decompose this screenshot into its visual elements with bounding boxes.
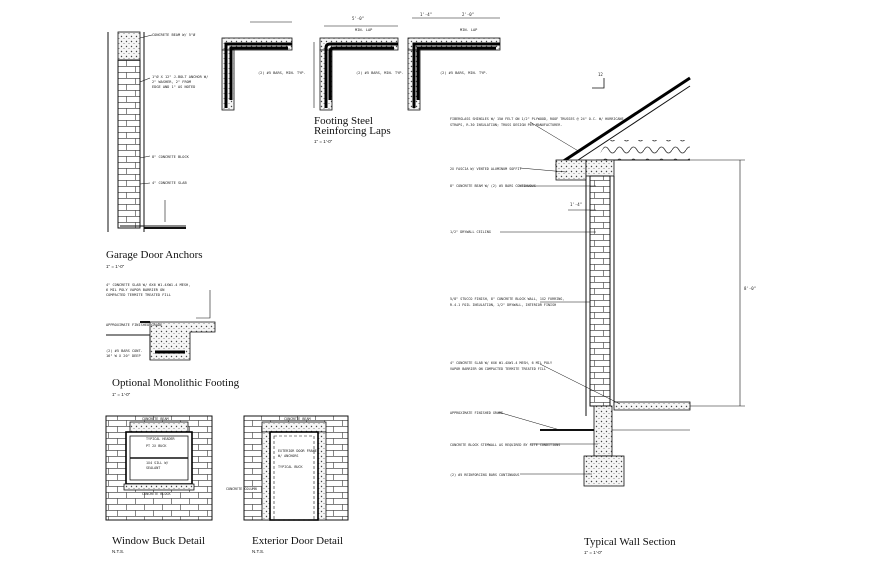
window-buck-scale: N.T.S. (112, 549, 124, 554)
window-note-block: CONCRETE BLOCK (142, 492, 172, 496)
footing-laps-title-line-2: Reinforcing Laps (314, 125, 391, 137)
wall-note-roof-2: STRAPS, R-30 INSULATION; TRUSS DESIGN PE… (450, 123, 562, 127)
wall-note-wall-2: R-4.1 FOIL INSULATION, 1/2" DRYWALL, INT… (450, 303, 556, 307)
lap-1-bar-note: (2) #5 BARS, MIN. TYP. (258, 71, 306, 75)
footing-laps-title-line-1: Footing Steel (314, 115, 373, 127)
mono-note-3: COMPACTED TERMITE TREATED FILL (106, 293, 171, 297)
wall-note-grade: APPROXIMATE FINISHED GRADE (450, 411, 503, 415)
mono-note-bars-2: 16" W X 20" DEEP (106, 354, 141, 358)
lap-3-min-note: MIN. LAP (460, 28, 477, 32)
lap-2-bar-note: (2) #5 BARS, MIN. TYP. (356, 71, 404, 75)
wall-note-stemwall: CONCRETE BLOCK STEMWALL AS REQUIRED BY S… (450, 443, 560, 447)
lap-3-dimension-a: 1'-4" (420, 12, 432, 17)
footing-laps-scale: 1" = 1'-0" (314, 139, 333, 144)
garage-note-anchor-3: EDGE AND 1" AS NOTED (152, 85, 195, 89)
garage-note-beam: CONCRETE BEAM W/ 5"Ø (152, 32, 196, 37)
window-note-buck: PT 2X BUCK (146, 444, 167, 448)
monolithic-footing-scale: 1" = 1'-0" (112, 392, 131, 397)
wall-note-fascia: 2X FASCIA W/ VENTED ALUMINUM SOFFIT (450, 167, 521, 171)
wall-note-slab-1: 4" CONCRETE SLAB W/ 6X6 W1.4XW1.4 MESH, … (450, 361, 552, 365)
mono-note-1: 4" CONCRETE SLAB W/ 6X6 W1.4XW1.4 MESH, (106, 283, 190, 287)
garage-note-slab: 4" CONCRETE SLAB (152, 181, 187, 185)
exterior-door-detail: CONCRETE BEAM EXTERIOR DOOR FRAME W/ ANC… (226, 415, 349, 521)
garage-door-anchors-scale: 1" = 1'-0" (106, 264, 125, 269)
typical-wall-section-scale: 1" = 1'-0" (584, 550, 603, 555)
window-note-sill-1: 1X4 SILL W/ (146, 461, 168, 465)
window-note-beam: CONCRETE BEAM (142, 417, 169, 421)
mono-note-2: 6 MIL POLY VAPOR BARRIER ON (106, 288, 164, 292)
exterior-door-scale: N.T.S. (252, 549, 264, 554)
eave-dimension: 1'-4" (570, 202, 582, 207)
garage-door-anchors-detail: CONCRETE BEAM W/ 5"Ø 1"Ø X 12" J-BOLT AN… (107, 31, 208, 232)
footing-laps-detail-1: (2) #5 BARS, MIN. TYP. (221, 21, 306, 111)
window-note-sill-2: SEALANT (146, 466, 160, 470)
roof-pitch: 12 (598, 72, 603, 77)
garage-door-anchors-title: Garage Door Anchors (106, 249, 203, 261)
typical-wall-section: 12 8'-0" 1'-4" FIBERGLASS SHINGLES W/ 15… (450, 72, 756, 487)
garage-note-anchor-1: 1"Ø X 12" J-BOLT ANCHOR W/ (152, 74, 208, 79)
wall-note-ceiling: 1/2" DRYWALL CEILING (450, 230, 491, 234)
wall-note-beam: 8" CONCRETE BEAM W/ (2) #5 BARS CONTINUO… (450, 184, 536, 188)
wall-note-bars: (2) #5 REINFORCING BARS CONTINUOUS (450, 473, 519, 477)
window-note-header: TYPICAL HEADER (146, 437, 176, 441)
door-note-frame-1: EXTERIOR DOOR FRAME (278, 449, 317, 453)
window-buck-detail: CONCRETE BEAM TYPICAL HEADER PT 2X BUCK … (105, 415, 213, 521)
footing-laps-detail-3: 1'-4" 2'-0" MIN. LAP (2) #5 BARS, MIN. T… (407, 12, 501, 111)
window-buck-title: Window Buck Detail (112, 535, 205, 547)
door-note-beam: CONCRETE BEAM (284, 417, 311, 421)
door-note-buck: TYPICAL BUCK (278, 465, 303, 469)
mono-note-bars-1: (2) #5 BARS CONT. (106, 349, 143, 353)
monolithic-footing-title: Optional Monolithic Footing (112, 377, 240, 389)
typical-wall-section-title: Typical Wall Section (584, 536, 676, 548)
garage-note-anchor-2: 2" WASHER, 2" FROM (152, 80, 192, 84)
lap-3-bar-note: (2) #5 BARS, MIN. TYP. (440, 71, 488, 75)
monolithic-footing-detail: 4" CONCRETE SLAB W/ 6X6 W1.4XW1.4 MESH, … (106, 283, 216, 361)
wall-note-roof-1: FIBERGLASS SHINGLES W/ 15# FELT ON 1/2" … (450, 117, 624, 121)
door-note-column: CONCRETE COLUMN (226, 487, 257, 491)
exterior-door-title: Exterior Door Detail (252, 535, 343, 547)
lap-2-min-note: MIN. LAP (355, 28, 372, 32)
wall-note-wall-1: 5/8" STUCCO FINISH, 8" CONCRETE BLOCK WA… (450, 297, 564, 301)
lap-2-dimension: 5'-0" (352, 16, 364, 21)
mono-note-grade: APPROXIMATE FINISHED GRADE (106, 323, 162, 327)
wall-note-slab-2: VAPOR BARRIER ON COMPACTED TERMITE TREAT… (450, 367, 546, 371)
footing-laps-detail-2: 5'-0" MIN. LAP (2) #5 BARS, MIN. TYP. (313, 16, 404, 111)
garage-note-block: 8" CONCRETE BLOCK (152, 155, 190, 159)
lap-3-dimension-b: 2'-0" (462, 12, 474, 17)
door-note-frame-2: W/ ANCHORS (278, 454, 298, 458)
wall-height-dimension: 8'-0" (744, 286, 756, 291)
